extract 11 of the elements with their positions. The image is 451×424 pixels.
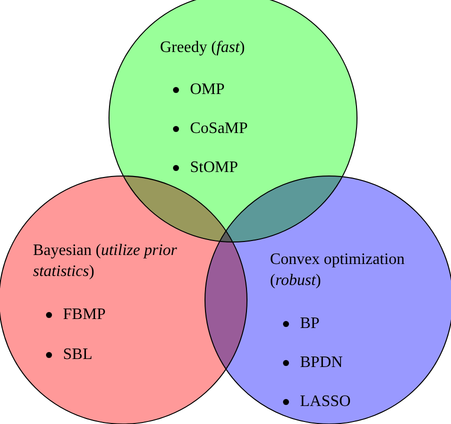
method-name: BP xyxy=(300,314,320,334)
set-heading: Greedy (fast) xyxy=(160,38,246,58)
set-heading: Convex optimization (robust) xyxy=(270,250,406,291)
method-name: StOMP xyxy=(190,158,238,178)
method-name: OMP xyxy=(190,80,225,100)
method-name: FBMP xyxy=(63,305,106,325)
set-heading: Bayesian (utilize prior statistics) xyxy=(33,241,178,282)
method-name: LASSO xyxy=(300,392,351,412)
method-name: CoSaMP xyxy=(190,119,248,139)
method-name: BPDN xyxy=(300,353,343,373)
method-name: SBL xyxy=(63,345,92,365)
